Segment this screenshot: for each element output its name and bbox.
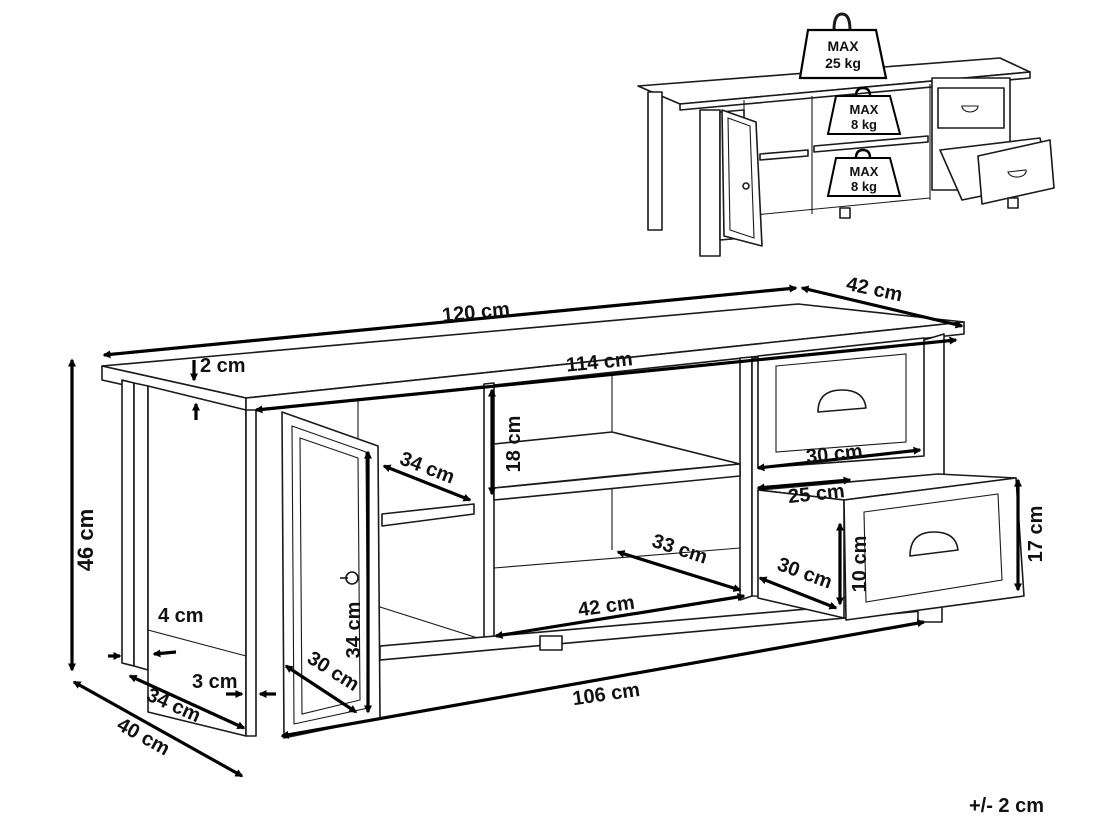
- main-pulled-drawer-handle: [909, 531, 959, 557]
- label-2cm: 2 cm: [200, 355, 246, 377]
- weight-bottom-max-label: MAX: [850, 164, 879, 179]
- inset-shelf-left: [759, 149, 809, 161]
- main-open-door: [281, 411, 381, 739]
- weight-icon-bottom: MAX 8 kg: [826, 148, 902, 197]
- dimension-lines: [68, 284, 1022, 778]
- inset-door: [721, 109, 763, 247]
- weight-bottom-kg-label: 8 kg: [851, 179, 877, 194]
- label-3cm: 3 cm: [192, 671, 238, 693]
- dim-line-34-shelf: [382, 464, 472, 502]
- main-center-divider-right: [739, 356, 753, 601]
- label-4cm: 4 cm: [158, 605, 204, 627]
- main-left-back-leg: [121, 379, 135, 667]
- main-left-shelf: [381, 503, 475, 527]
- dim-line-106: [280, 619, 926, 739]
- inset-top-drawer: [937, 87, 1005, 129]
- label-17cm: 17 cm: [1025, 506, 1047, 563]
- dimension-labels: 120 cm 42 cm 114 cm 2 cm 46 cm 34 cm 18 …: [73, 273, 1047, 760]
- main-center-shelf: [493, 463, 741, 501]
- label-34cm-door: 34 cm: [343, 602, 365, 659]
- dim-line-40: [72, 680, 244, 778]
- dim-line-114: [254, 336, 958, 414]
- inset-front-side: [699, 109, 721, 257]
- dim-line-30-drawer: [756, 446, 922, 472]
- label-18cm: 18 cm: [503, 416, 525, 473]
- dim-line-33: [616, 550, 742, 592]
- weight-icon-top: MAX 25 kg: [798, 12, 888, 80]
- weight-shelf-kg-label: 8 kg: [851, 117, 877, 132]
- label-46cm: 46 cm: [73, 509, 98, 571]
- weight-top-kg-label: 25 kg: [825, 55, 861, 71]
- label-42cm-center: 42 cm: [577, 592, 636, 622]
- inset-left-leg: [647, 91, 663, 231]
- inset-shelf-center: [813, 135, 929, 153]
- inset-illustration: MAX 25 kg MAX 8 kg MAX 8 kg: [637, 12, 1055, 257]
- label-120cm: 120 cm: [441, 298, 511, 327]
- tolerance-note: +/- 2 cm: [968, 795, 1044, 817]
- weight-top-max-label: MAX: [827, 38, 859, 54]
- label-10cm: 10 cm: [849, 536, 871, 593]
- weight-shelf-max-label: MAX: [850, 102, 879, 117]
- dim-line-120: [102, 284, 798, 359]
- dim-line-25: [756, 476, 852, 492]
- dim-line-30-drawer-depth: [758, 576, 838, 610]
- label-33cm: 33 cm: [649, 530, 710, 568]
- weight-icon-shelf: MAX 8 kg: [826, 86, 902, 135]
- dim-line-42-depth: [800, 285, 964, 329]
